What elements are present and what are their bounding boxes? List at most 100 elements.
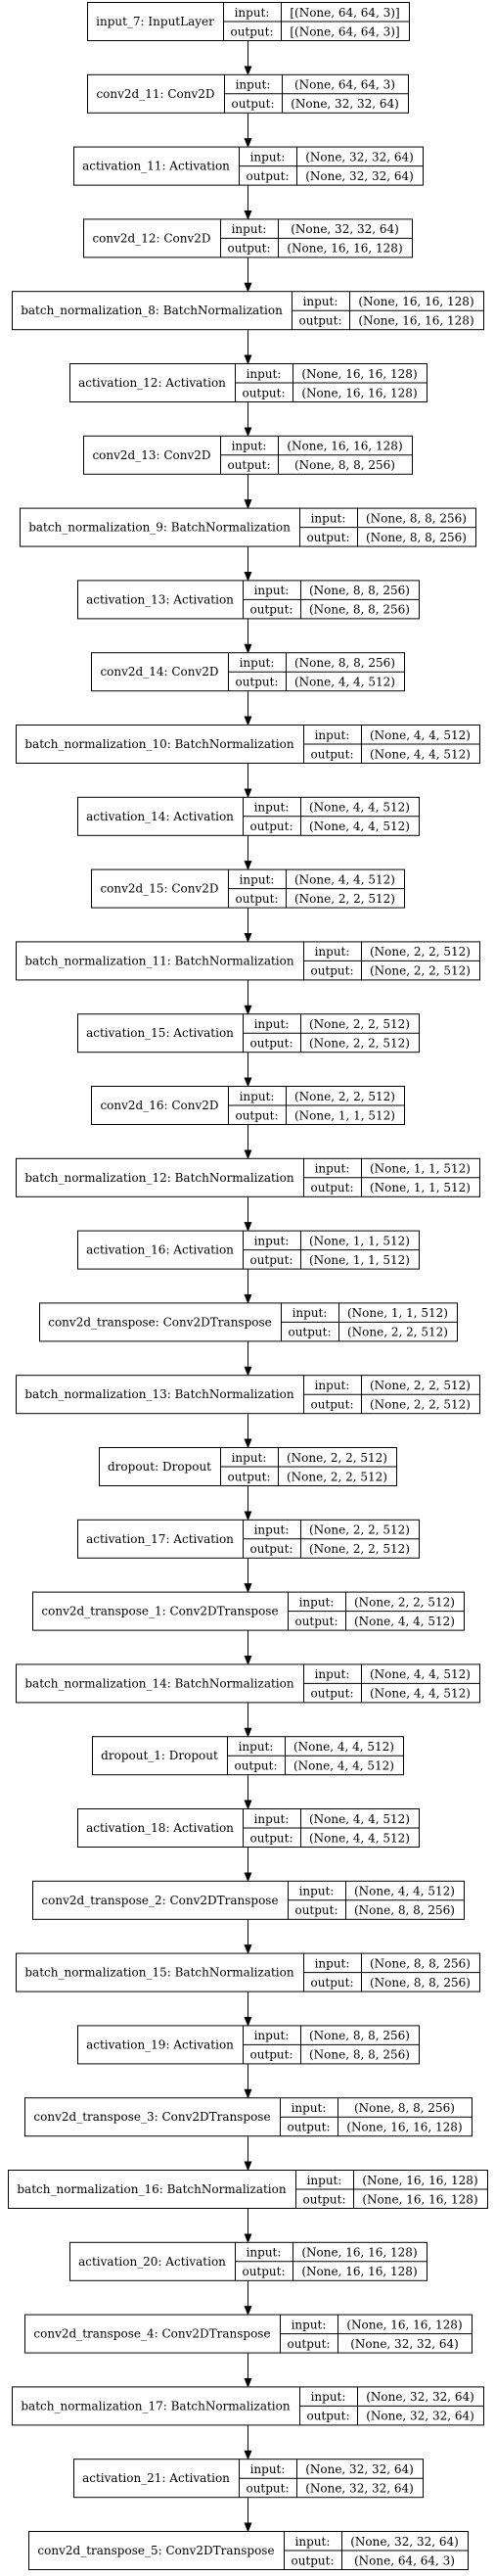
layer-name: activation_12: Activation — [78, 376, 226, 390]
output-shape: (None, 16, 16, 128) — [362, 2192, 477, 2206]
input-label: input: — [315, 1956, 350, 1970]
layer-name: conv2d_transpose_1: Conv2DTranspose — [41, 1605, 278, 1618]
output-shape: (None, 64, 64, 3) — [354, 2553, 455, 2567]
input-label: input: — [315, 728, 350, 742]
layer-name: activation_11: Activation — [82, 160, 230, 173]
layer-name: activation_20: Activation — [78, 2255, 226, 2269]
layer-name: batch_normalization_12: BatchNormalizati… — [24, 1171, 293, 1185]
output-label: output: — [249, 1253, 292, 1267]
output-shape: (None, 2, 2, 512) — [347, 1326, 448, 1339]
layer-name: activation_13: Activation — [86, 592, 234, 606]
input-shape: [(None, 64, 64, 3)] — [290, 6, 399, 20]
layer-node: activation_17: Activationinput:output:(N… — [77, 1519, 420, 1559]
layer-name: conv2d_14: Conv2D — [100, 665, 218, 679]
output-shape: (None, 32, 32, 64) — [291, 97, 399, 111]
layer-node: batch_normalization_13: BatchNormalizati… — [16, 1375, 480, 1415]
input-label: input: — [315, 1379, 350, 1392]
input-shape: (None, 8, 8, 256) — [366, 511, 467, 525]
output-shape: (None, 8, 8, 256) — [370, 1976, 471, 1990]
input-label: input: — [315, 945, 350, 959]
output-shape: (None, 8, 8, 256) — [294, 458, 395, 472]
layer-name: conv2d_11: Conv2D — [96, 87, 214, 101]
output-shape: (None, 4, 4, 512) — [293, 1758, 394, 1772]
output-label: output: — [249, 2048, 292, 2062]
output-shape: [(None, 64, 64, 3)] — [290, 24, 399, 38]
input-shape: (None, 16, 16, 128) — [358, 295, 473, 308]
output-label: output: — [310, 747, 353, 761]
input-label: input: — [311, 511, 346, 525]
output-shape: (None, 4, 4, 512) — [370, 747, 471, 761]
input-label: input: — [315, 1162, 350, 1176]
input-shape: (None, 4, 4, 512) — [309, 801, 410, 815]
output-shape: (None, 2, 2, 512) — [287, 1470, 387, 1483]
layer-name: batch_normalization_14: BatchNormalizati… — [24, 1676, 293, 1690]
layer-name: activation_16: Activation — [86, 1243, 234, 1257]
input-label: input: — [250, 150, 286, 164]
layer-name: batch_normalization_8: BatchNormalizatio… — [21, 304, 283, 317]
output-label: output: — [246, 2481, 289, 2495]
output-label: output: — [310, 1687, 353, 1701]
output-shape: (None, 1, 1, 512) — [309, 1253, 410, 1267]
layer-name: activation_18: Activation — [86, 1821, 234, 1835]
layer-node: batch_normalization_15: BatchNormalizati… — [16, 1952, 480, 1992]
layer-name: input_7: InputLayer — [96, 15, 214, 28]
input-label: input: — [254, 1812, 290, 1826]
input-shape: (None, 16, 16, 128) — [301, 2246, 417, 2260]
layer-node: activation_16: Activationinput:output:(N… — [77, 1230, 420, 1270]
output-shape: (None, 1, 1, 512) — [370, 1181, 471, 1194]
output-shape: (None, 32, 32, 64) — [366, 2410, 474, 2423]
input-label: input: — [299, 1885, 335, 1898]
input-shape: (None, 2, 2, 512) — [309, 1523, 410, 1537]
input-shape: (None, 32, 32, 64) — [291, 222, 399, 236]
layer-node: activation_21: Activationinput:output:(N… — [73, 2459, 424, 2499]
layer-name: conv2d_transpose_4: Conv2DTranspose — [33, 2327, 270, 2341]
layer-name: dropout_1: Dropout — [101, 1749, 218, 1762]
input-shape: (None, 16, 16, 128) — [346, 2318, 462, 2331]
output-label: output: — [235, 892, 278, 906]
layer-node: activation_14: Activationinput:output:(N… — [77, 796, 420, 836]
input-shape: (None, 16, 16, 128) — [287, 440, 402, 453]
layer-name: batch_normalization_17: BatchNormalizati… — [21, 2399, 290, 2412]
input-shape: (None, 4, 4, 512) — [293, 1740, 394, 1754]
nodes: input_7: InputLayer input: output: [(None, … — [8, 2, 488, 2570]
layer-name: batch_normalization_13: BatchNormalizati… — [24, 1387, 293, 1401]
layer-node: activation_19: Activationinput:output:(N… — [77, 2025, 420, 2065]
layer-name: conv2d_13: Conv2D — [92, 448, 210, 462]
layer-node: batch_normalization_10: BatchNormalizati… — [16, 725, 480, 764]
layer-node: conv2d_transpose_3: Conv2DTransposeinput… — [24, 2097, 472, 2137]
input-shape: (None, 8, 8, 256) — [354, 2101, 455, 2115]
output-label: output: — [242, 2265, 285, 2278]
output-label: output: — [287, 2120, 330, 2133]
input-shape: (None, 2, 2, 512) — [294, 1090, 395, 1103]
output-label: output: — [310, 964, 353, 978]
input-label: input: — [254, 2029, 290, 2042]
layer-node: conv2d_transpose_5: Conv2DTransposeinput… — [28, 2531, 469, 2570]
layer-node: batch_normalization_9: BatchNormalizatio… — [20, 507, 476, 547]
input-shape: (None, 4, 4, 512) — [309, 1812, 410, 1826]
input-label: input: — [307, 2174, 342, 2187]
layer-name: activation_21: Activation — [82, 2471, 230, 2485]
output-label: output: — [227, 1470, 270, 1483]
input-label: input: — [254, 1523, 290, 1537]
output-label: output: — [310, 1976, 353, 1990]
layer-node: conv2d_transpose_4: Conv2DTransposeinput… — [24, 2314, 472, 2354]
layer-name: dropout: Dropout — [108, 1460, 211, 1474]
layer-name: activation_17: Activation — [86, 1532, 234, 1546]
input-label: input: — [247, 367, 282, 381]
layer-name: activation_19: Activation — [86, 2037, 234, 2051]
layer-node: batch_normalization_11: BatchNormalizati… — [16, 941, 480, 981]
output-shape: (None, 8, 8, 256) — [366, 531, 467, 544]
output-label: output: — [310, 1181, 353, 1194]
output-label: output: — [249, 820, 292, 833]
layer-node: activation_15: Activationinput:output:(N… — [77, 1013, 420, 1054]
layer-name: batch_normalization_15: BatchNormalizati… — [24, 1966, 293, 1980]
input-shape: (None, 32, 32, 64) — [305, 150, 414, 164]
output-label: output: — [306, 531, 349, 544]
input-shape: (None, 2, 2, 512) — [354, 1595, 455, 1609]
output-shape: (None, 16, 16, 128) — [287, 242, 402, 256]
